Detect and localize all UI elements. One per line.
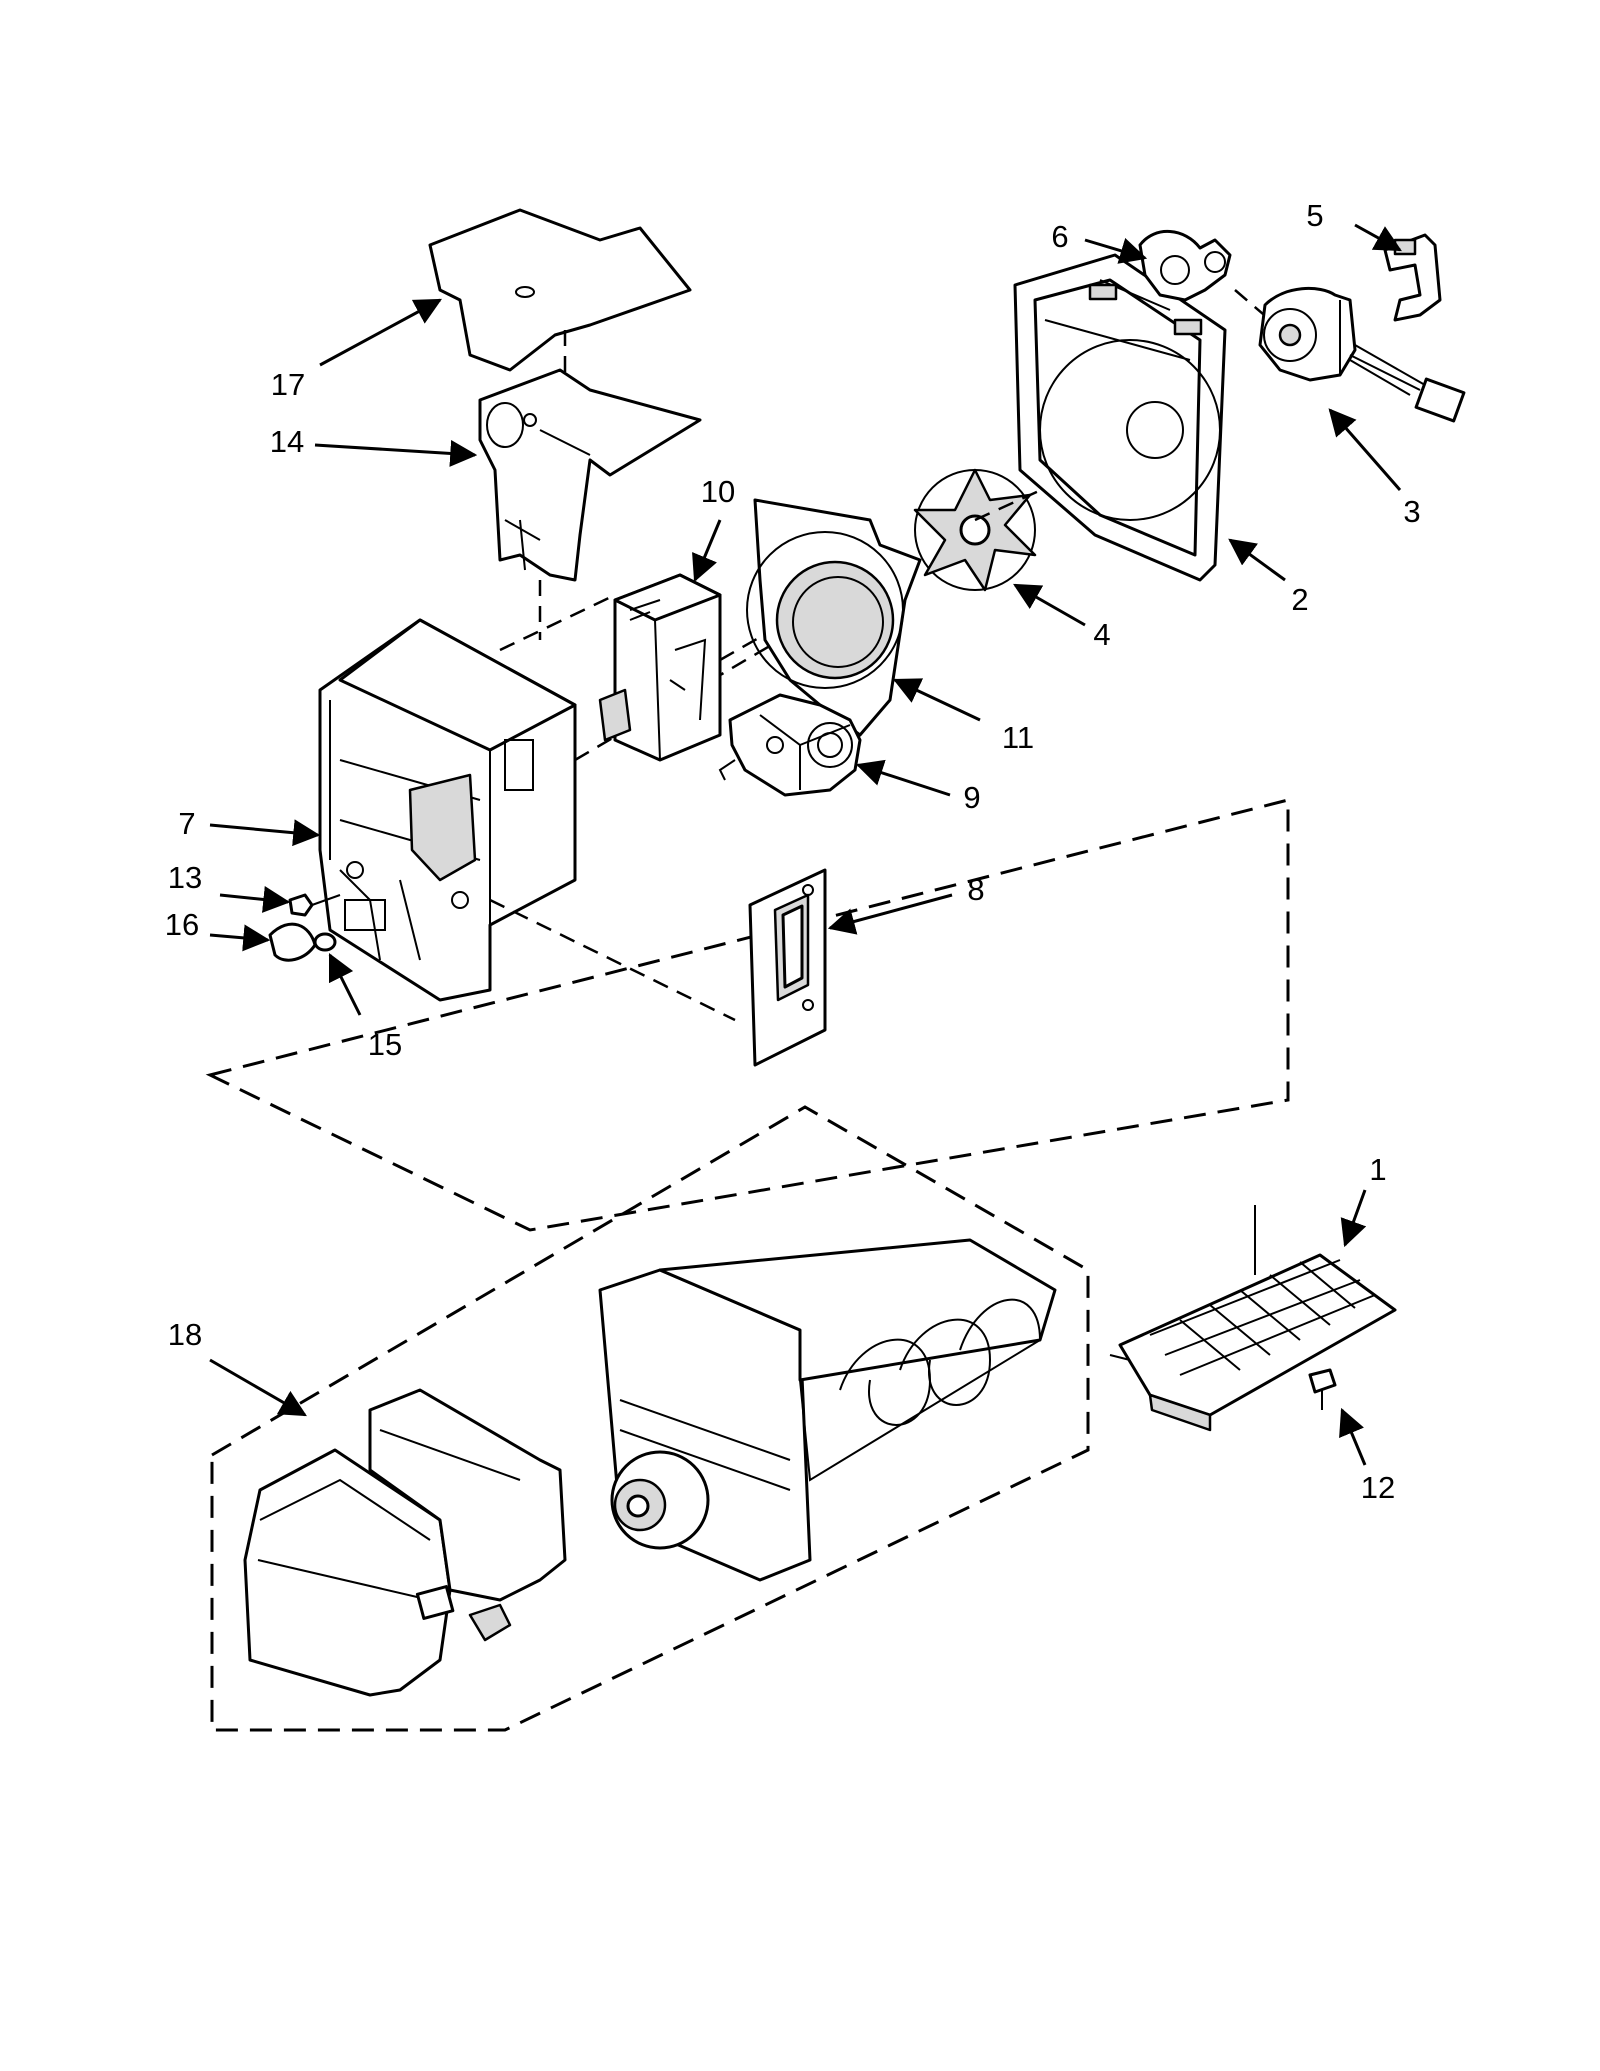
- callout-9: 9: [963, 780, 980, 815]
- callout-10: 10: [701, 474, 735, 509]
- part-7-dispenser-housing: [318, 618, 577, 1002]
- callout-2: 2: [1291, 582, 1308, 617]
- part-14-ice-chute: [478, 368, 702, 582]
- part-1-control-board: [1109, 1205, 1397, 1432]
- callout-13: 13: [168, 860, 202, 895]
- callout-3: 3: [1403, 494, 1420, 529]
- part-5-clip: [1383, 233, 1442, 322]
- part-18-ice-bucket-auger: [598, 1238, 1057, 1582]
- ice-bucket-group-outline: [210, 1105, 1090, 1732]
- part-13-screw: [288, 893, 341, 917]
- callout-8: 8: [967, 872, 984, 907]
- part-11-fan-shroud: [746, 498, 922, 737]
- callout-14: 14: [270, 424, 304, 459]
- part-16-wing-nut: [268, 922, 317, 962]
- part-3-fan-motor: [1258, 286, 1466, 423]
- part-6-motor-bracket: [1138, 229, 1232, 302]
- part-17-insulation-pad: [428, 208, 692, 372]
- part-10-actuator-switch: [598, 573, 722, 762]
- part-15-washer: [313, 932, 337, 952]
- part-9-auger-motor: [718, 693, 862, 797]
- callout-17: 17: [271, 367, 305, 402]
- callout-15: 15: [368, 1027, 402, 1062]
- callout-6: 6: [1051, 219, 1068, 254]
- callout-18: 18: [168, 1317, 202, 1352]
- callout-1: 1: [1369, 1152, 1386, 1187]
- part-8-bezel: [748, 868, 827, 1067]
- callout-11: 11: [1002, 720, 1034, 755]
- part-12-screw: [1308, 1368, 1337, 1410]
- callout-4: 4: [1093, 617, 1110, 652]
- callout-7: 7: [178, 806, 195, 841]
- callout-12: 12: [1361, 1470, 1395, 1505]
- callout-5: 5: [1306, 198, 1323, 233]
- part-4-fan-blade: [913, 468, 1037, 592]
- upper-assembly-outline: [205, 798, 1290, 1232]
- callout-16: 16: [165, 907, 199, 942]
- part-2-fan-housing-frame: [1013, 253, 1227, 582]
- part-18-ice-bucket-front: [243, 1388, 567, 1697]
